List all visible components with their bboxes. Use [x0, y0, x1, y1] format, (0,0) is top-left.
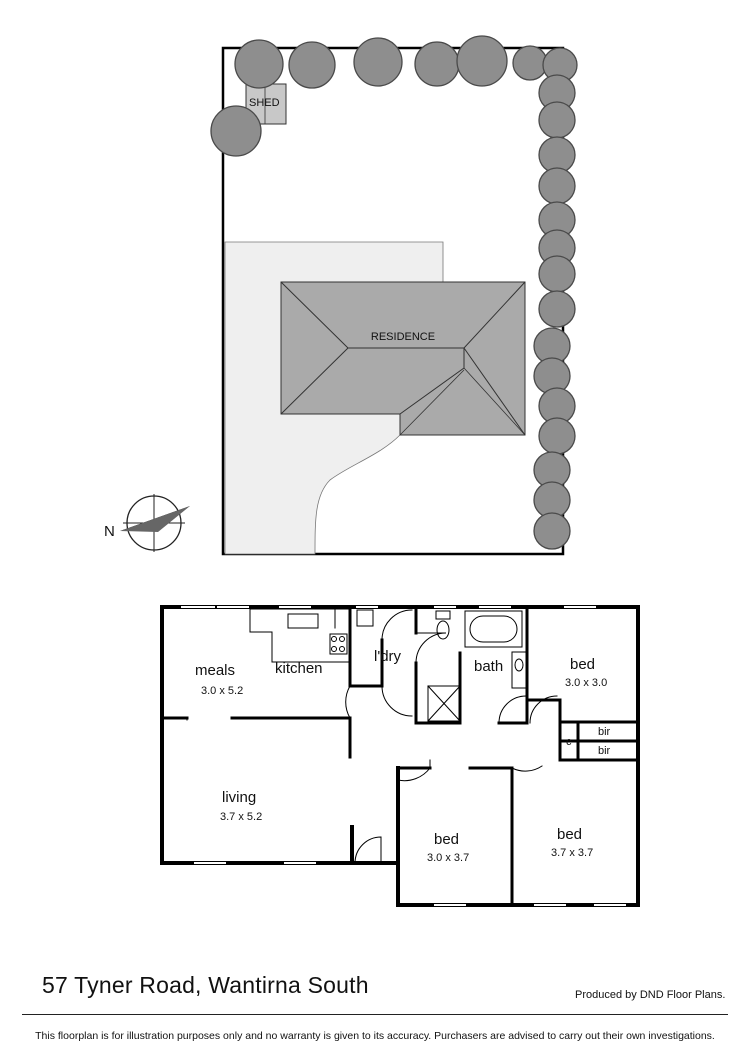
bed3-label: bed: [557, 826, 582, 843]
door-swings: [186, 609, 558, 864]
kitchen-bench: [249, 608, 351, 663]
svg-text:N: N: [104, 523, 115, 540]
property-address: 57 Tyner Road, Wantirna South: [42, 972, 369, 998]
residence-label: RESIDENCE: [371, 331, 435, 343]
bir-lower-label: bir: [598, 745, 611, 757]
bir-upper-label: bir: [598, 726, 611, 738]
kitchen-label: kitchen: [275, 660, 323, 677]
footer-divider: [22, 1014, 728, 1015]
floor-plan: [160, 605, 640, 907]
north-arrow-icon: N: [104, 494, 190, 552]
site-plan: RESIDENCE SHED: [104, 35, 578, 556]
vanity: [511, 651, 527, 689]
residence-roof: [280, 281, 526, 436]
producer-credit: Produced by DND Floor Plans.: [575, 989, 726, 1001]
shed-label: SHED: [249, 97, 280, 109]
meals-label: meals: [195, 662, 235, 679]
laundry-trough: [356, 609, 374, 627]
shower: [427, 685, 461, 722]
cupboard-label: c: [566, 736, 572, 748]
toilet: [435, 610, 451, 640]
living-label: living: [222, 789, 256, 806]
bed2-label: bed: [434, 831, 459, 848]
bathtub: [464, 610, 523, 648]
bed2-dimensions: 3.0 x 3.7: [427, 852, 469, 864]
bed3-dimensions: 3.7 x 3.7: [551, 847, 593, 859]
meals-dimensions: 3.0 x 5.2: [201, 685, 243, 697]
floor-plan-drawing: RESIDENCE SHED: [104, 35, 640, 907]
disclaimer-text: This floorplan is for illustration purpo…: [35, 1030, 715, 1042]
living-dimensions: 3.7 x 5.2: [220, 811, 262, 823]
laundry-label: l'dry: [374, 648, 402, 665]
trees: [210, 35, 578, 550]
bed1-dimensions: 3.0 x 3.0: [565, 677, 607, 689]
room-labels: meals 3.0 x 5.2 kitchen l'dry bath bed 3…: [195, 648, 611, 864]
bath-label: bath: [474, 658, 503, 675]
bed1-label: bed: [570, 656, 595, 673]
windows: [181, 606, 626, 906]
